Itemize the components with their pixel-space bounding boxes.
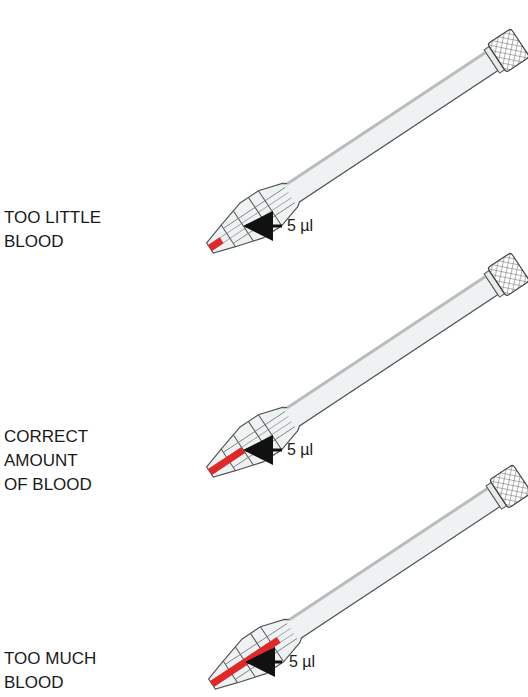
condition-label: TOO LITTLE BLOOD	[4, 206, 104, 254]
condition-label: TOO MUCH BLOOD	[4, 647, 104, 695]
leader-arrow	[246, 225, 282, 228]
pipette-correct	[198, 249, 528, 489]
leader-arrow	[248, 661, 282, 664]
volume-mark: 5 µl	[287, 214, 313, 238]
volume-mark: 5 µl	[289, 650, 315, 674]
leader-arrow	[246, 449, 282, 452]
pipette-much	[200, 461, 528, 697]
volume-mark: 5 µl	[287, 438, 313, 462]
condition-label: CORRECT AMOUNT OF BLOOD	[4, 425, 104, 497]
pipette-little	[198, 25, 528, 265]
